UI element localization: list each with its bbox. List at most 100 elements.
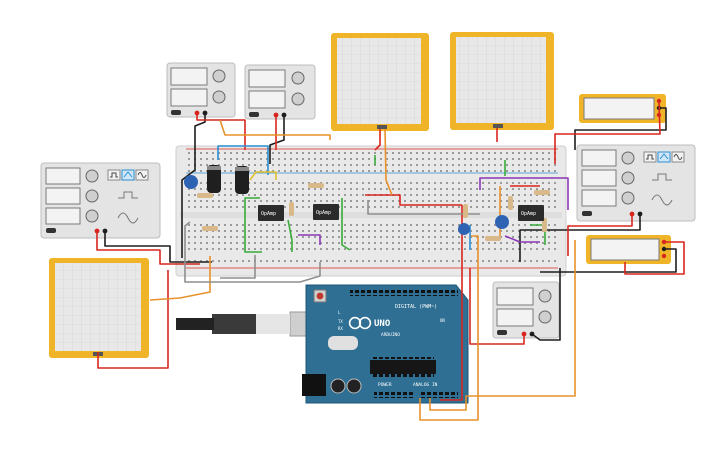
crystal (328, 336, 358, 350)
resistor-4 (289, 202, 294, 216)
wire-red-11 (440, 205, 463, 401)
opamp-1[interactable]: OpAmp (258, 205, 284, 221)
l-led-label: L (338, 310, 341, 315)
wire-red-5 (469, 268, 525, 345)
multimeter-top-right[interactable] (579, 94, 666, 123)
wire-orange-2 (384, 128, 393, 196)
analog-header[interactable] (420, 392, 458, 398)
power-rail-bottom[interactable] (186, 256, 558, 266)
opamp-3[interactable]: OpAmp (518, 205, 544, 221)
usb-plug (212, 314, 256, 334)
square-wave-button[interactable] (643, 151, 657, 163)
wire-gray-2 (367, 200, 480, 215)
arduino-model-label: UNO (374, 319, 391, 329)
wire-purple-3 (504, 235, 540, 243)
on-label: ON (440, 318, 445, 323)
resistor-2 (202, 226, 218, 231)
wire-black-5 (531, 268, 561, 341)
wire-orange-5 (419, 235, 479, 421)
power-switch[interactable] (249, 112, 259, 117)
function-generator-left[interactable] (40, 162, 161, 239)
wire-red-10 (365, 194, 462, 206)
power-header[interactable] (374, 392, 414, 398)
resistor-6 (508, 196, 513, 210)
power-supply-top-right[interactable] (244, 64, 316, 120)
wire-orange-1 (219, 119, 331, 140)
ceramic-capacitor-3[interactable] (458, 223, 470, 235)
wire-blue-1 (217, 145, 269, 175)
power-switch[interactable] (46, 228, 56, 233)
rx-label: RX (338, 326, 343, 331)
resistors[interactable] (197, 183, 550, 241)
multimeter-right[interactable] (586, 235, 671, 264)
wire-black-3 (104, 231, 212, 263)
wire-purple-1 (298, 234, 321, 245)
power-supply-top-left[interactable] (166, 62, 236, 118)
wire-gray-1 (184, 221, 321, 283)
digital-label: DIGITAL (PWM~) (395, 304, 437, 310)
opamp-2[interactable]: OpAmp (313, 204, 339, 220)
wire-black-6 (574, 107, 667, 150)
triangle-wave-button[interactable] (121, 169, 135, 181)
center-channel (180, 212, 562, 218)
waveform-preview-icon (652, 173, 672, 181)
breadboard[interactable] (175, 145, 567, 277)
arduino-brand-label: ARDUINO (381, 332, 400, 338)
wire-red-9 (374, 129, 381, 151)
power-rail-top[interactable] (186, 150, 558, 160)
wire-purple-2 (479, 177, 569, 210)
ceramic-capacitor-2[interactable] (495, 215, 509, 229)
triangle-wave-button[interactable] (657, 151, 671, 163)
power-jack (302, 374, 326, 396)
power-switch[interactable] (171, 110, 181, 115)
wire-green-3 (341, 198, 351, 251)
waveform-preview-icon (118, 191, 138, 199)
power-switch[interactable] (582, 211, 592, 216)
oscilloscope-screen (337, 38, 421, 124)
wire-gray-3 (220, 255, 256, 279)
wire-red-3 (96, 231, 200, 265)
wires[interactable] (96, 100, 685, 421)
power-label: POWER (378, 382, 392, 388)
opamp-label: OpAmp (521, 211, 536, 217)
analog-label: ANALOG IN (413, 382, 438, 388)
resistor-1 (197, 193, 213, 198)
wire-orange-4 (149, 256, 211, 301)
wire-black-4 (519, 214, 641, 262)
resistor-9 (542, 218, 547, 232)
wire-black-7 (540, 248, 677, 273)
wire-green-2 (287, 219, 293, 252)
wire-green-1 (244, 197, 262, 253)
digital-header[interactable] (350, 290, 458, 296)
resistor-7 (534, 190, 550, 195)
capacitor-1[interactable] (207, 165, 221, 193)
function-generator-right[interactable] (576, 144, 696, 222)
square-wave-button[interactable] (107, 169, 121, 181)
wire-red-4 (567, 214, 633, 256)
oscilloscope-bottom-left[interactable] (49, 258, 149, 358)
oscilloscope-screen (55, 263, 141, 351)
wire-yellow-1 (249, 171, 277, 181)
capacitor-2[interactable] (235, 166, 249, 194)
wire-orange-3 (429, 240, 576, 411)
tx-label: TX (338, 319, 343, 324)
resistor-8 (485, 236, 501, 241)
resistor-3 (308, 183, 324, 188)
power-switch[interactable] (497, 330, 507, 335)
atmega-chip (370, 360, 436, 374)
power-supply-bottom-right[interactable] (492, 281, 560, 339)
opamp-label: OpAmp (316, 210, 331, 216)
wire-red-7 (624, 241, 685, 275)
wire-red-8 (97, 270, 169, 369)
power-rail-top-2[interactable] (186, 162, 558, 172)
resistor-5 (463, 204, 468, 218)
oscilloscope-top-right[interactable] (450, 32, 554, 130)
wire-red-6 (554, 100, 661, 164)
oscilloscope-top-left[interactable] (331, 33, 429, 131)
ceramic-capacitor-1[interactable] (184, 175, 198, 189)
wire-black-2 (269, 115, 285, 164)
arduino-uno[interactable]: DIGITAL (PWM~) UNO ARDUINO L TX RX ON PO… (176, 284, 469, 404)
oscilloscope-screen (456, 37, 546, 123)
opamp-label: OpAmp (261, 211, 276, 217)
